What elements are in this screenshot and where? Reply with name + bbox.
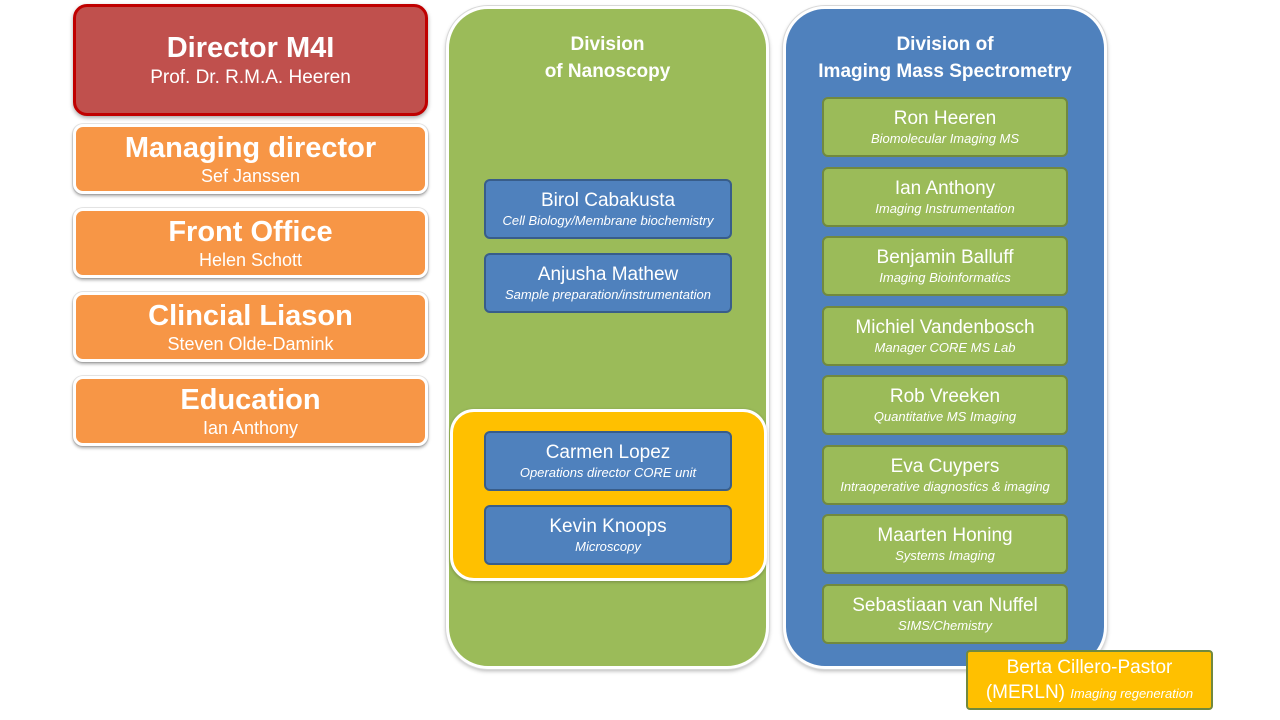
staff-name: Steven Olde-Damink [167, 334, 334, 354]
person-card: Eva Cuypers Intraoperative diagnostics &… [822, 445, 1068, 505]
person-card: Ron Heeren Biomolecular Imaging MS [822, 97, 1068, 157]
person-card: Michiel Vandenbosch Manager CORE MS Lab [822, 306, 1068, 366]
clinical-liaison-box: Clincial Liason Steven Olde-Damink [73, 292, 428, 362]
nanoscopy-title-line2: of Nanoscopy [544, 61, 671, 82]
person-role: Operations director CORE unit [519, 465, 697, 480]
external-member-affiliation-line: (MERLN) Imaging regeneration [968, 680, 1211, 706]
staff-name: Helen Schott [198, 250, 303, 270]
person-role: Cell Biology/Membrane biochemistry [502, 213, 714, 228]
person-role: Biomolecular Imaging MS [870, 131, 1020, 146]
staff-title: Clincial Liason [148, 300, 353, 332]
person-card: Anjusha Mathew Sample preparation/instru… [484, 253, 732, 313]
ims-title: Division of Imaging Mass Spectrometry [786, 31, 1104, 85]
person-name: Michiel Vandenbosch [855, 317, 1035, 338]
person-name: Anjusha Mathew [537, 264, 679, 285]
person-role: SIMS/Chemistry [898, 618, 992, 633]
person-role: Intraoperative diagnostics & imaging [840, 479, 1050, 494]
external-member-card: Berta Cillero-Pastor (MERLN) Imaging reg… [966, 650, 1213, 710]
person-name: Ian Anthony [894, 178, 996, 199]
staff-title: Managing director [124, 132, 377, 164]
person-card: Benjamin Balluff Imaging Bioinformatics [822, 236, 1068, 296]
person-name: Carmen Lopez [545, 442, 671, 463]
person-name: Maarten Honing [877, 525, 1013, 546]
external-member-name: Berta Cillero-Pastor [1006, 656, 1173, 678]
person-role: Systems Imaging [895, 548, 995, 563]
person-role: Quantitative MS Imaging [873, 409, 1017, 424]
person-name: Birol Cabakusta [540, 190, 676, 211]
external-member-role: Imaging regeneration [1070, 685, 1194, 701]
person-card: Carmen Lopez Operations director CORE un… [484, 431, 732, 491]
managing-director-box: Managing director Sef Janssen [73, 124, 428, 194]
person-name: Ron Heeren [893, 108, 997, 129]
director-title: Director M4I [166, 32, 335, 64]
person-role: Manager CORE MS Lab [874, 340, 1016, 355]
ims-title-line2: Imaging Mass Spectrometry [818, 61, 1072, 82]
front-office-box: Front Office Helen Schott [73, 208, 428, 278]
person-name: Rob Vreeken [889, 386, 1001, 407]
director-name: Prof. Dr. R.M.A. Heeren [150, 67, 351, 88]
nanoscopy-title: Division of Nanoscopy [449, 31, 766, 85]
person-name: Eva Cuypers [890, 456, 1000, 477]
person-card: Ian Anthony Imaging Instrumentation [822, 167, 1068, 227]
staff-title: Front Office [168, 216, 333, 248]
external-member-affiliation: (MERLN) [985, 681, 1066, 703]
person-role: Microscopy [575, 539, 641, 554]
education-box: Education Ian Anthony [73, 376, 428, 446]
nanoscopy-title-line1: Division [570, 34, 645, 55]
staff-name: Ian Anthony [202, 418, 299, 438]
director-box: Director M4I Prof. Dr. R.M.A. Heeren [73, 4, 428, 116]
staff-name: Sef Janssen [200, 166, 301, 186]
person-role: Sample preparation/instrumentation [505, 287, 711, 302]
person-role: Imaging Bioinformatics [879, 270, 1011, 285]
person-card: Kevin Knoops Microscopy [484, 505, 732, 565]
person-card: Sebastiaan van Nuffel SIMS/Chemistry [822, 584, 1068, 644]
person-name: Sebastiaan van Nuffel [852, 595, 1038, 616]
person-name: Kevin Knoops [549, 516, 667, 537]
person-name: Benjamin Balluff [876, 247, 1014, 268]
ims-title-line1: Division of [896, 34, 994, 55]
person-card: Rob Vreeken Quantitative MS Imaging [822, 375, 1068, 435]
person-role: Imaging Instrumentation [875, 201, 1015, 216]
staff-title: Education [180, 384, 321, 416]
person-card: Maarten Honing Systems Imaging [822, 514, 1068, 574]
person-card: Birol Cabakusta Cell Biology/Membrane bi… [484, 179, 732, 239]
